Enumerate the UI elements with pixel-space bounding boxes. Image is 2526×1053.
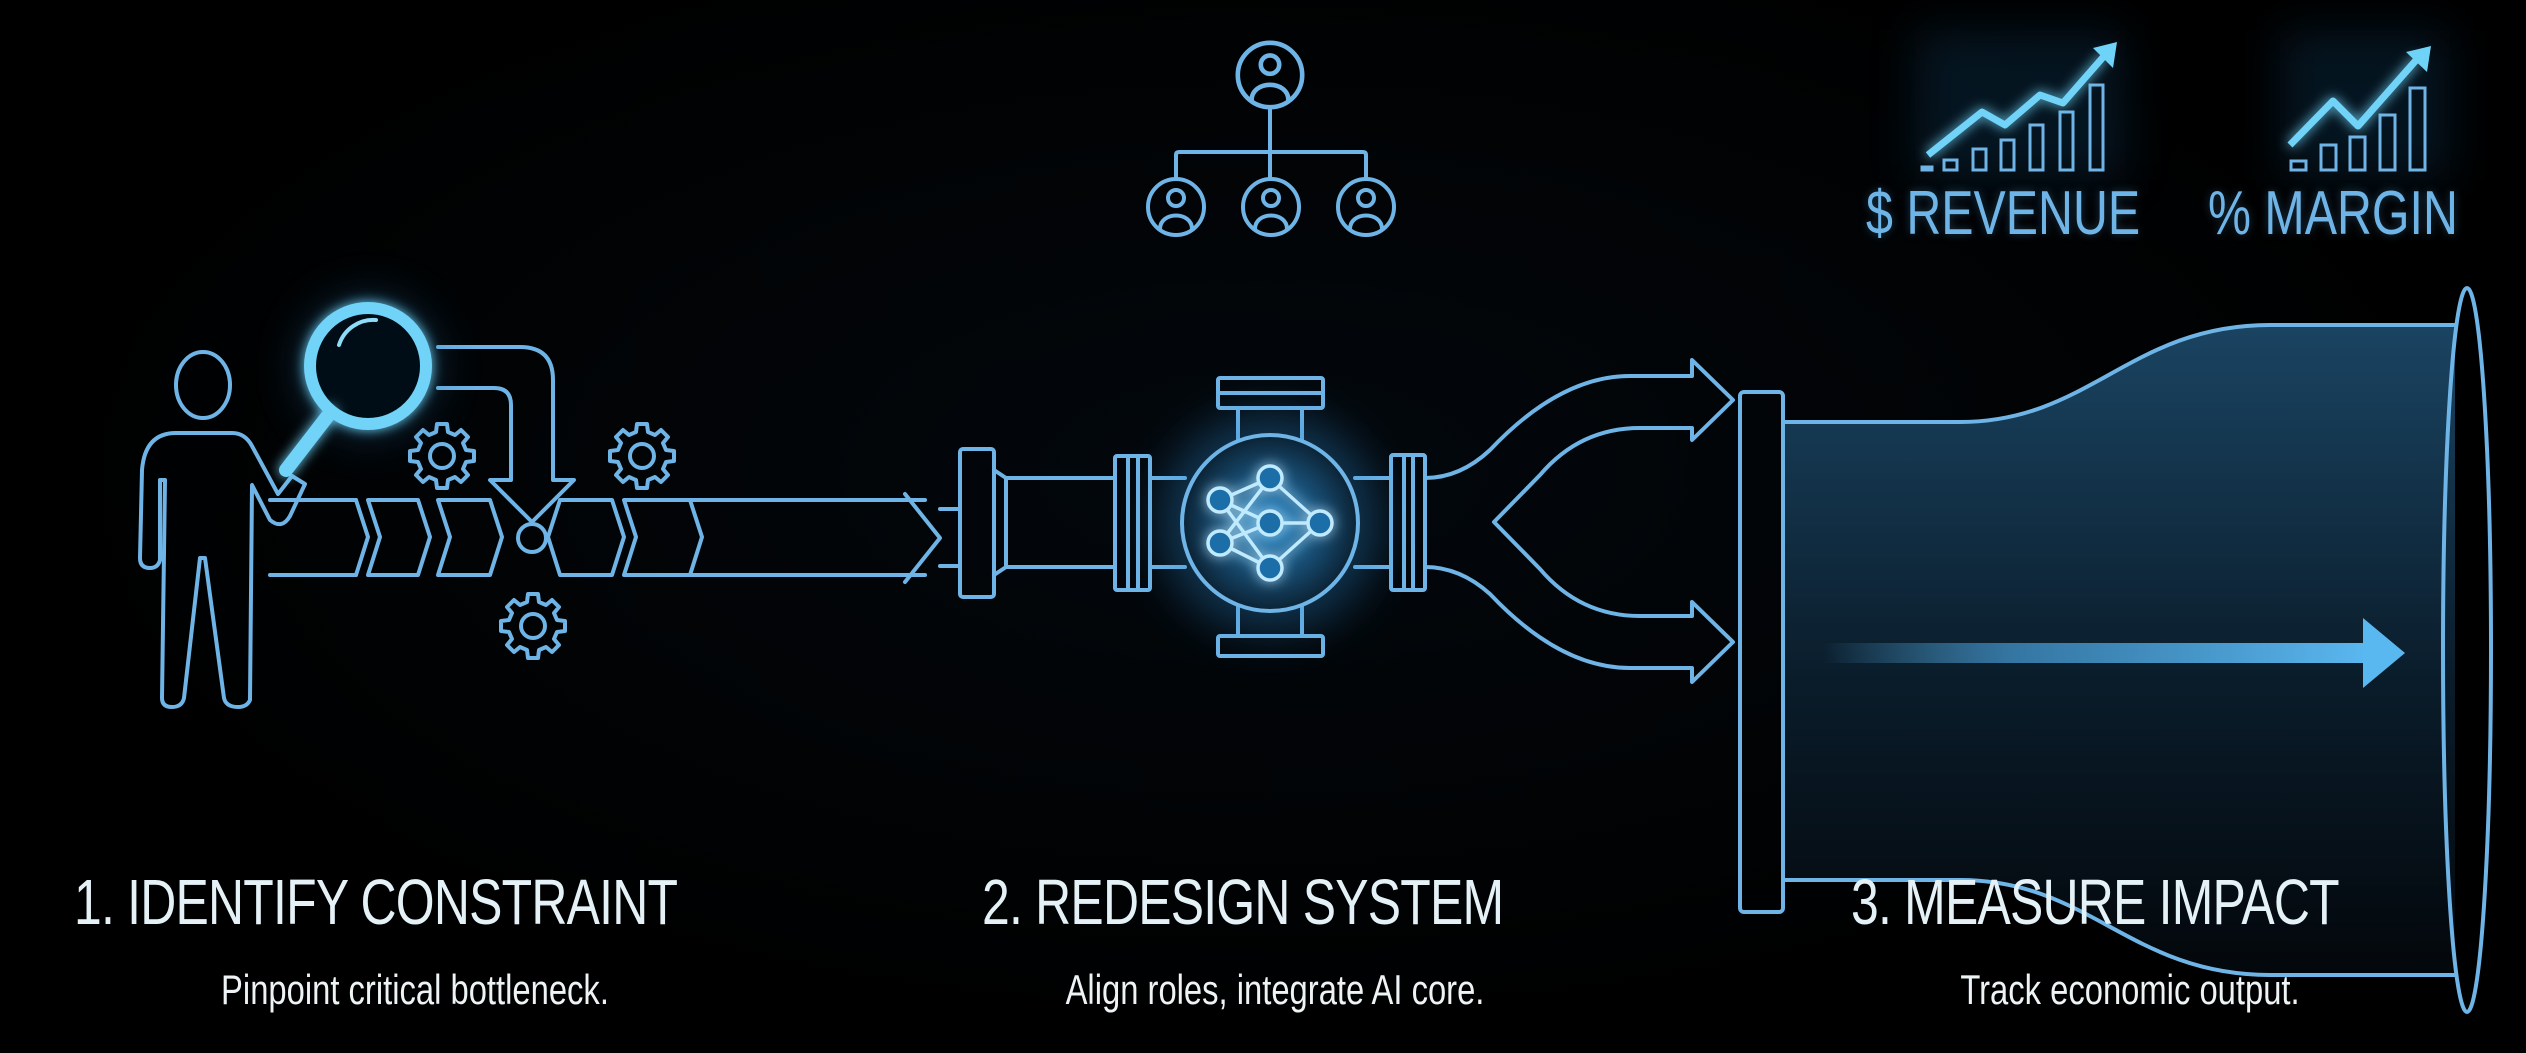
gear-icon <box>499 592 567 660</box>
speed-lines <box>770 518 915 558</box>
split-flow-arrows-icon <box>1423 358 1735 684</box>
person-icon <box>138 350 307 709</box>
step2-illustration <box>938 43 1427 658</box>
neural-network-icon <box>1206 464 1334 582</box>
kpi-label-margin: % MARGIN <box>2208 179 2458 248</box>
pipe-coupling <box>1113 454 1187 592</box>
step-subtitle-identify: Pinpoint critical bottleneck. <box>221 966 609 1013</box>
output-flow-arrow-icon <box>1823 618 2405 688</box>
gear-icon <box>408 422 476 490</box>
step3-illustration <box>1738 30 2493 1014</box>
step1-illustration <box>47 296 942 709</box>
input-pipe <box>47 491 358 577</box>
margin-chart-icon <box>2280 30 2450 180</box>
bottleneck-point-icon <box>516 522 548 554</box>
step-subtitle-measure: Track economic output. <box>1960 966 2300 1013</box>
step-title-measure: 3. MEASURE IMPACT <box>1851 866 2340 938</box>
gear-icon <box>608 422 676 490</box>
step-subtitle-redesign: Align roles, integrate AI core. <box>1065 966 1485 1013</box>
kpi-label-revenue: $ REVENUE <box>1866 179 2141 248</box>
process-chevrons-icon <box>354 492 942 584</box>
step-title-identify: 1. IDENTIFY CONSTRAINT <box>74 866 678 938</box>
step-title-redesign: 2. REDESIGN SYSTEM <box>982 866 1504 938</box>
pointer-arrow-icon <box>436 345 576 524</box>
pipe-flange <box>938 447 1117 599</box>
org-chart-icon <box>1146 43 1396 237</box>
magnifying-glass-icon <box>279 296 438 477</box>
revenue-chart-icon <box>1915 30 2125 180</box>
ai-core <box>1160 413 1380 633</box>
